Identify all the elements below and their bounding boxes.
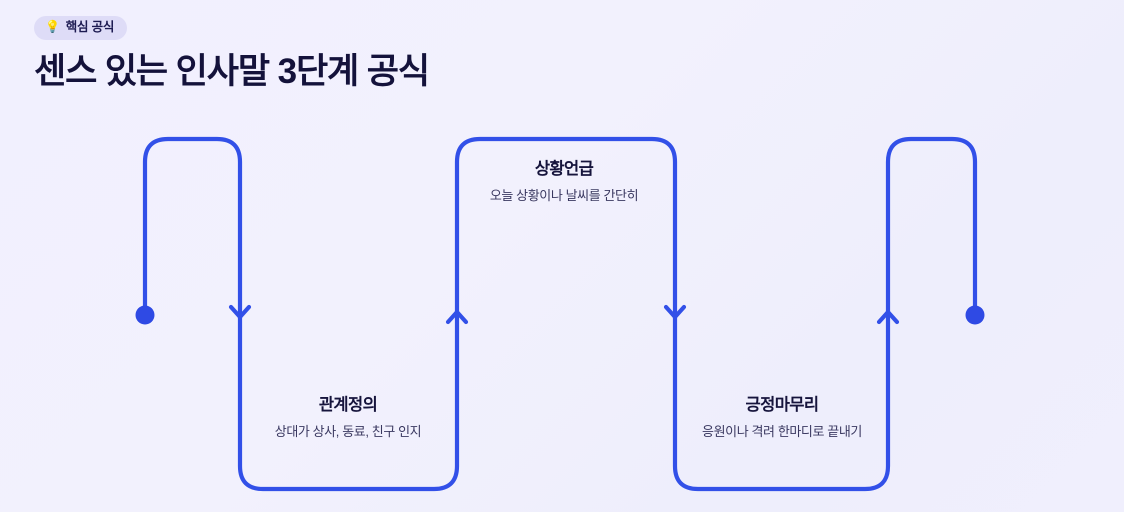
key-formula-badge: 💡 핵심 공식 — [34, 16, 128, 40]
step-3: 긍정마무리 응원이나 격려 한마디로 끝내기 — [672, 395, 892, 441]
step-1-title: 관계정의 — [318, 396, 378, 414]
step-1-description: 상대가 상사, 동료, 친구 인지 — [274, 423, 422, 439]
header: 💡 핵심 공식 센스 있는 인사말 3단계 공식 — [34, 16, 734, 92]
step-2-description: 오늘 상황이나 날씨를 간단히 — [489, 187, 639, 203]
page-title: 센스 있는 인사말 3단계 공식 — [34, 51, 430, 91]
step-2: 상황언급 오늘 상황이나 날씨를 간단히 — [454, 159, 674, 205]
step-3-title: 긍정마무리 — [745, 396, 820, 414]
end-dot — [965, 305, 985, 325]
arrow-up-2 — [876, 309, 900, 325]
badge-label: 핵심 공식 — [65, 20, 115, 34]
step-1: 관계정의 상대가 상사, 동료, 친구 인지 — [238, 395, 458, 441]
lightbulb-icon: 💡 — [45, 19, 60, 34]
arrow-down-2 — [663, 304, 687, 320]
start-dot — [135, 305, 155, 325]
flow-segment-5 — [885, 136, 978, 318]
arrow-down-1 — [228, 304, 252, 320]
step-3-description: 응원이나 격려 한마디로 끝내기 — [702, 423, 862, 439]
flow-segment-1 — [142, 136, 243, 321]
step-2-title: 상황언급 — [534, 160, 594, 178]
arrow-up-1 — [445, 309, 469, 325]
